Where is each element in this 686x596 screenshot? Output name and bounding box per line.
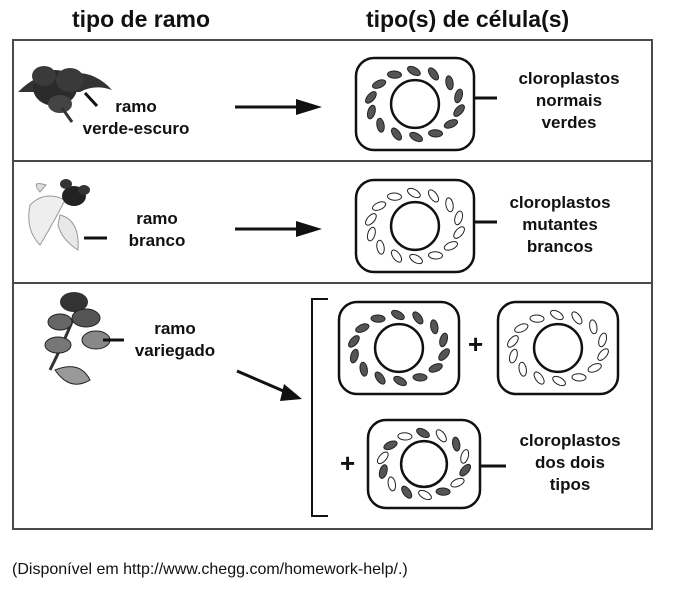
- chloroplast: [453, 226, 465, 239]
- chloroplast: [409, 131, 423, 143]
- chloroplast: [533, 371, 545, 385]
- chloroplast: [435, 487, 451, 496]
- chloroplast: [401, 485, 413, 499]
- chloroplast: [451, 436, 461, 452]
- chloroplast: [407, 65, 421, 77]
- cell-normal-chloroplasts: [354, 56, 476, 152]
- chloroplast: [418, 489, 432, 501]
- chloroplast: [370, 314, 386, 323]
- chloroplast: [439, 332, 449, 348]
- chloroplast: [454, 210, 464, 226]
- cell-variegated-dark: [337, 300, 461, 396]
- chloroplast: [390, 249, 403, 263]
- chloroplast: [450, 477, 465, 488]
- chloroplast: [376, 117, 385, 133]
- chloroplast: [374, 371, 386, 385]
- chloroplast: [508, 348, 518, 364]
- arrow-row3: [236, 369, 302, 401]
- chloroplast: [438, 348, 450, 361]
- chloroplast: [365, 213, 377, 226]
- chloroplast: [348, 335, 360, 348]
- chloroplast: [349, 348, 359, 364]
- dark-branch-illustration: [18, 66, 112, 123]
- chloroplast: [387, 192, 402, 201]
- plus-sign: +: [468, 329, 484, 359]
- plus-sign: +: [340, 448, 356, 478]
- chloroplast: [416, 427, 430, 439]
- chloroplast: [571, 373, 587, 382]
- chloroplast: [514, 323, 529, 333]
- source-caption: (Disponível em http://www.chegg.com/home…: [12, 561, 408, 578]
- chloroplast: [460, 449, 470, 464]
- chloroplast: [428, 363, 443, 373]
- chloroplast: [571, 311, 583, 325]
- chloroplast: [428, 129, 443, 138]
- chloroplast: [445, 197, 454, 213]
- chloroplast: [383, 440, 398, 451]
- chloroplast: [409, 253, 423, 265]
- white-branch-illustration: [28, 179, 107, 251]
- chloroplast: [366, 226, 376, 242]
- chloroplast: [443, 119, 458, 129]
- chloroplast: [507, 335, 519, 348]
- chloroplast: [412, 311, 424, 325]
- arrow-row2: [235, 221, 322, 237]
- chloroplast: [597, 348, 609, 361]
- row-divider: [14, 282, 651, 284]
- chloroplast: [393, 375, 407, 387]
- header-branch-type: tipo de ramo: [72, 6, 211, 32]
- chloroplast: [427, 189, 440, 203]
- chloroplast: [359, 361, 368, 377]
- header-cell-types: tipo(s) de célula(s): [366, 6, 570, 32]
- chloroplast: [391, 309, 405, 321]
- chloroplast: [365, 91, 377, 104]
- chloroplast: [376, 451, 389, 465]
- row-divider: [14, 160, 651, 162]
- chloroplast: [407, 187, 421, 199]
- chloroplast: [376, 239, 385, 255]
- bracket: [311, 298, 328, 517]
- chloroplast: [518, 361, 527, 377]
- chloroplast: [387, 70, 402, 79]
- chloroplast: [552, 375, 566, 387]
- chloroplast: [587, 363, 602, 373]
- chloroplast: [366, 104, 376, 120]
- diagram-table: [12, 39, 653, 530]
- chloroplast: [443, 241, 458, 251]
- chloroplast: [378, 464, 388, 479]
- chloroplast: [459, 463, 472, 477]
- chloroplast: [372, 201, 387, 211]
- chloroplast: [355, 323, 370, 333]
- chloroplast: [445, 75, 454, 91]
- cell-variegated-light: [496, 300, 620, 396]
- chloroplast: [550, 309, 564, 321]
- chloroplast: [529, 314, 545, 323]
- chloroplast: [390, 127, 403, 141]
- cell-variegated-mixed: [366, 418, 482, 510]
- chloroplast: [387, 476, 397, 492]
- chloroplast: [430, 319, 439, 335]
- chloroplast: [412, 373, 428, 382]
- variegated-branch-illustration: [44, 292, 124, 385]
- chloroplast: [598, 332, 608, 348]
- chloroplast: [589, 319, 598, 335]
- chloroplast: [454, 88, 464, 104]
- chloroplast: [453, 104, 465, 117]
- chloroplast: [427, 67, 440, 81]
- arrow-row1: [235, 99, 322, 115]
- cell-mutant-chloroplasts: [354, 178, 476, 274]
- chloroplast: [428, 251, 443, 260]
- chloroplast: [372, 79, 387, 89]
- chloroplast: [397, 432, 413, 441]
- chloroplast: [435, 429, 447, 443]
